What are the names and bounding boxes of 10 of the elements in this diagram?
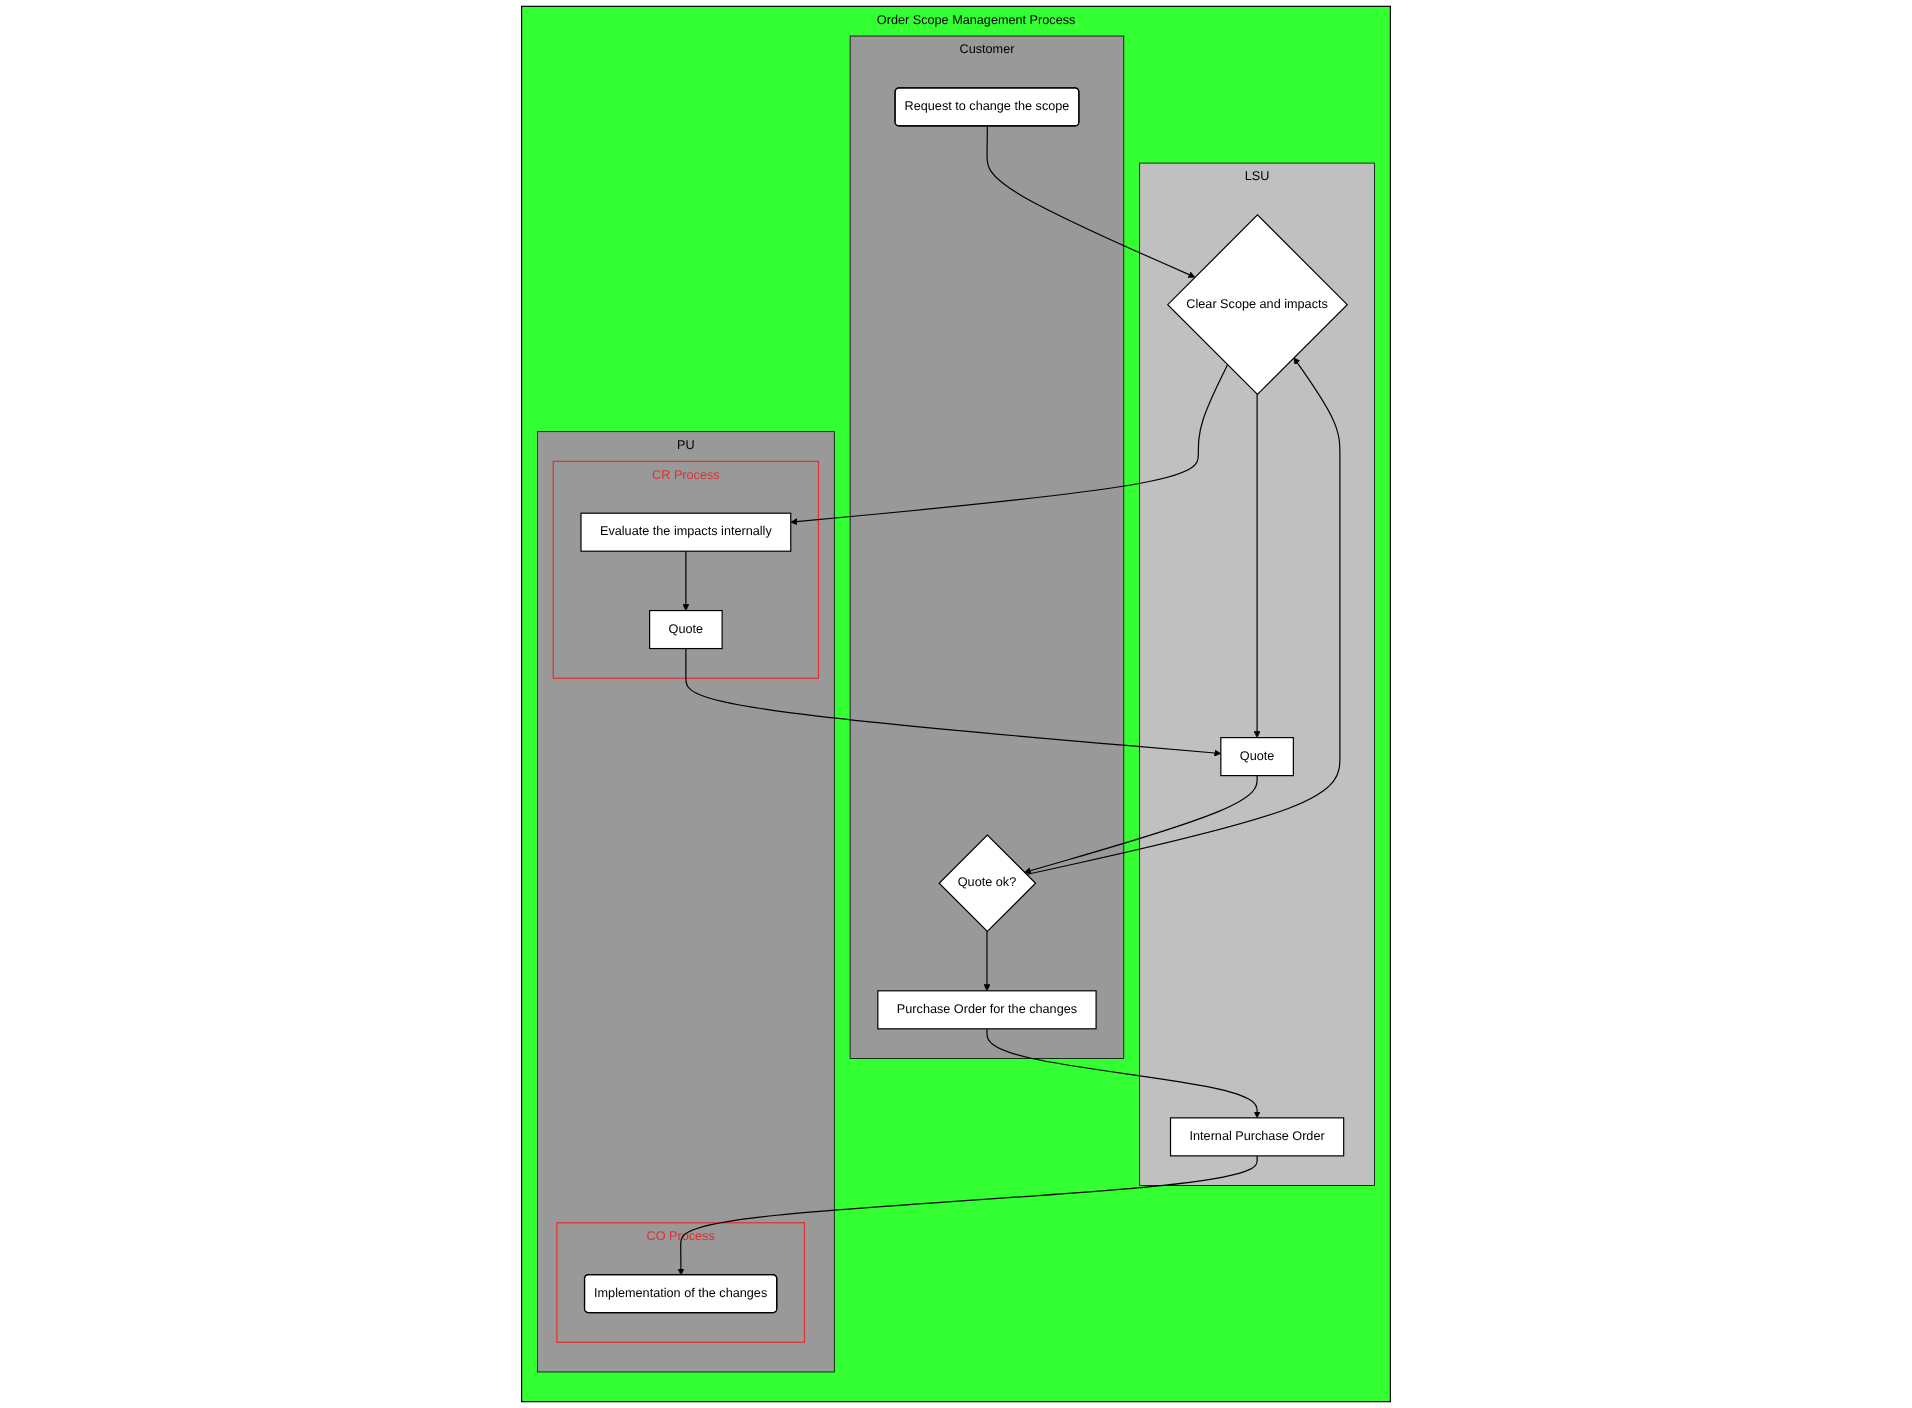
- arrow: [682, 550, 690, 611]
- arrow: [790, 364, 1229, 526]
- arrow: [986, 125, 1196, 278]
- arrow: [986, 1028, 1261, 1119]
- arrow: [1024, 775, 1258, 874]
- arrow: [685, 647, 1222, 757]
- arrow: [1025, 357, 1341, 876]
- arrow: [677, 1155, 1258, 1276]
- arrow: [1253, 393, 1261, 738]
- arrow: [983, 930, 991, 992]
